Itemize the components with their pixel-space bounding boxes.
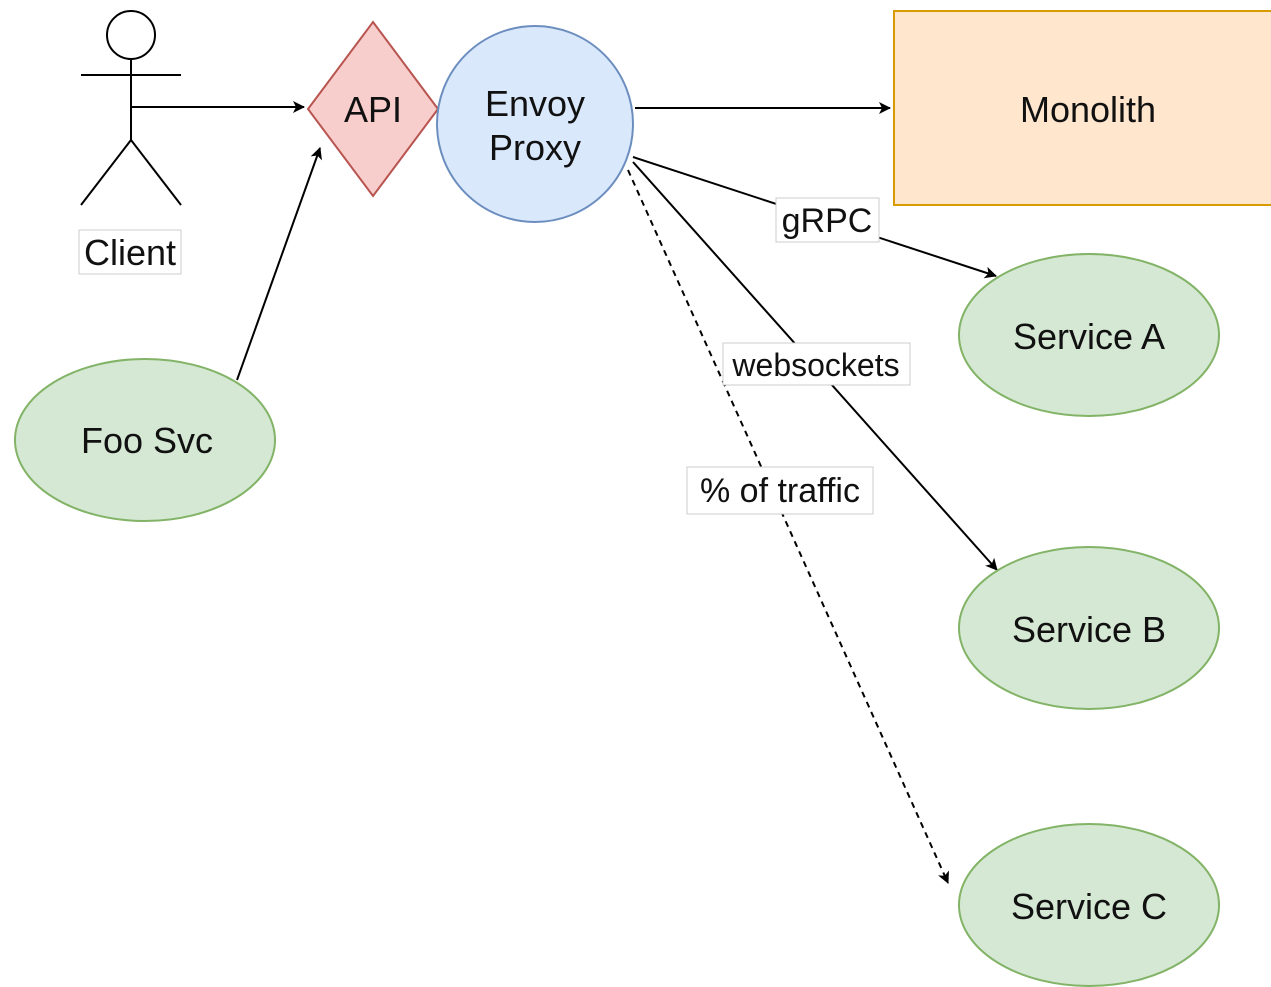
envoy-label-line2: Proxy: [489, 127, 581, 168]
actor-head-icon: [106, 10, 156, 60]
monolith-box: [893, 10, 1271, 206]
service-c-label: Service C: [1011, 886, 1167, 927]
foo-svc-label: Foo Svc: [81, 420, 213, 461]
envoy-label-line1: Envoy: [485, 83, 585, 124]
service-a-ellipse: [958, 253, 1220, 417]
monolith-node: Monolith: [893, 10, 1271, 206]
service-a-label: Service A: [1013, 316, 1165, 357]
actor-right-leg: [130, 139, 182, 206]
edge-label-websockets-bg: [722, 342, 911, 386]
edge-label-traffic: % of traffic: [700, 472, 860, 510]
envoy-proxy-node: Envoy Proxy: [436, 25, 634, 223]
edge-label-websockets: websockets: [731, 347, 899, 383]
envoy-proxy-circle: [436, 25, 634, 223]
edge-label-websockets-group: websockets: [722, 342, 911, 386]
actor-left-leg: [80, 139, 132, 206]
service-b-label: Service B: [1012, 609, 1166, 650]
api-label: API: [344, 89, 402, 130]
service-a-node: Service A: [958, 253, 1220, 417]
service-b-node: Service B: [958, 546, 1220, 710]
edge-label-traffic-bg: [686, 466, 874, 515]
edge-label-grpc: gRPC: [782, 202, 873, 240]
edge-label-grpc-bg: [775, 197, 880, 243]
service-b-ellipse: [958, 546, 1220, 710]
client-label-bg: [78, 229, 182, 275]
api-node: API: [306, 20, 440, 198]
monolith-label: Monolith: [1020, 89, 1156, 130]
api-diamond: [306, 20, 440, 198]
service-c-node: Service C: [958, 823, 1220, 987]
foo-svc-node: Foo Svc: [14, 358, 276, 522]
service-c-ellipse: [958, 823, 1220, 987]
edge-foo-svc-to-api: [236, 147, 322, 381]
client-actor: [80, 10, 182, 206]
edge-envoy-to-service-c: [627, 169, 949, 884]
client-label: Client: [84, 232, 176, 273]
edge-label-grpc-group: gRPC: [775, 197, 880, 243]
edge-label-traffic-group: % of traffic: [686, 466, 874, 515]
foo-svc-ellipse: [14, 358, 276, 522]
